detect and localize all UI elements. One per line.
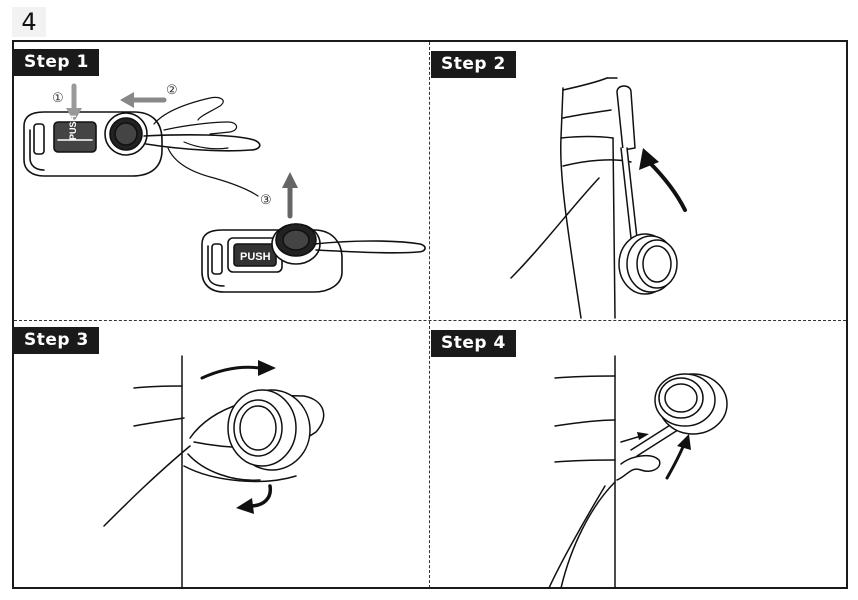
lower-cap (271, 223, 321, 265)
instruction-frame (12, 40, 848, 589)
top-arrow-icon (200, 360, 276, 380)
step-2-label: Step 2 (431, 51, 516, 78)
marker-3: ③ (260, 193, 272, 208)
marker-1: ① (52, 91, 64, 106)
hand-outline (153, 96, 259, 197)
step-2-illustration (510, 77, 687, 319)
bag-strap (510, 177, 600, 279)
lower-lanyard (313, 240, 426, 254)
vertical-divider (429, 42, 430, 588)
bottom-arrow-icon (236, 484, 273, 514)
step-3-label: Step 3 (14, 327, 99, 354)
push-text-lower: PUSH (240, 251, 271, 263)
step-3-illustration (103, 355, 325, 589)
upper-lanyard (143, 134, 261, 152)
lanyard-knot (616, 454, 661, 481)
arrow-3-icon (282, 172, 298, 219)
lanyard-loop (616, 85, 636, 151)
attached-cap (654, 373, 728, 435)
bag-edge (560, 87, 582, 319)
push-text-upper: PUSH (68, 115, 78, 140)
curved-arrow-icon (639, 148, 687, 212)
step-4-label: Step 4 (431, 330, 516, 357)
arrow-2-icon (120, 92, 167, 108)
left-arrow-icon (620, 432, 649, 443)
step-4-illustration (548, 355, 728, 589)
bag-strap (560, 481, 616, 589)
arrow-1-icon (66, 83, 82, 122)
up-arrow-icon (665, 434, 691, 480)
marker-2: ② (166, 83, 178, 98)
hanging-cap (618, 233, 678, 295)
step-1-illustration: ① ② ③ PUSH PUSH (23, 83, 426, 293)
section-number: 4 (12, 7, 46, 37)
step-1-label: Step 1 (14, 49, 99, 76)
upper-cap (104, 112, 148, 156)
twisting-cap (227, 389, 311, 471)
horizontal-divider (14, 320, 846, 321)
